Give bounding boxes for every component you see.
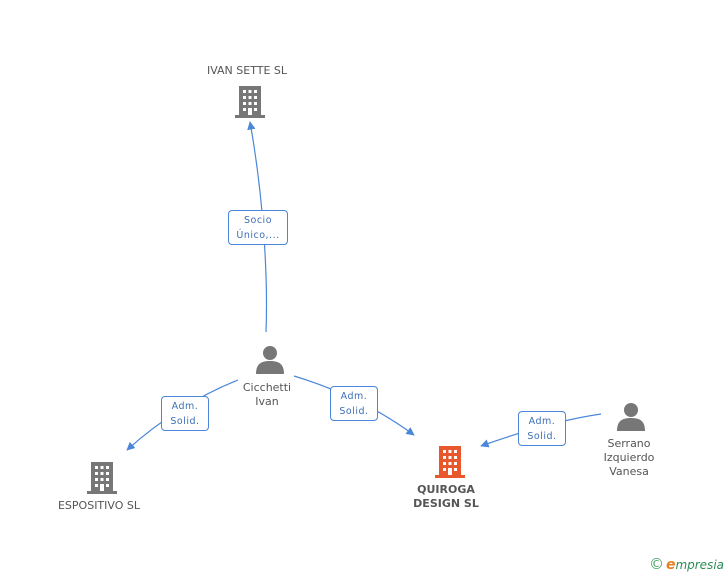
brand-name: mpresia xyxy=(675,558,724,572)
edge-label-adm-quiroga-serrano[interactable]: Adm. Solid. xyxy=(518,411,566,446)
copyright-icon: © xyxy=(648,555,664,573)
empresia-logo[interactable]: ©empresia xyxy=(649,555,724,573)
person-label-cicchetti[interactable]: Cicchetti Ivan xyxy=(220,381,314,409)
company-label-line: DESIGN SL xyxy=(413,497,479,510)
company-label-quiroga[interactable]: QUIROGA DESIGN SL xyxy=(398,483,494,511)
company-label-line: QUIROGA xyxy=(417,483,475,496)
edge-label-line: Solid. xyxy=(527,431,557,442)
edge-label-line: Único,... xyxy=(236,230,280,241)
person-label-line: Izquierdo xyxy=(603,451,655,464)
person-label-line: Vanesa xyxy=(609,465,649,478)
company-label-ivan-sette[interactable]: IVAN SETTE SL xyxy=(206,64,288,77)
edge-label-line: Solid. xyxy=(339,406,369,417)
person-label-line: Cicchetti xyxy=(242,381,292,394)
person-icon[interactable] xyxy=(617,403,645,431)
building-icon[interactable] xyxy=(435,446,465,478)
brand-initial: e xyxy=(665,557,676,573)
person-icon[interactable] xyxy=(256,346,284,374)
edge-label-line: Adm. xyxy=(340,391,368,402)
building-icon[interactable] xyxy=(235,86,265,118)
edge-label-adm-espositivo[interactable]: Adm. Solid. xyxy=(161,396,209,431)
edge-label-line: Solid. xyxy=(170,416,200,427)
person-label-serrano[interactable]: Serrano Izquierdo Vanesa xyxy=(588,437,670,479)
edge-label-socio-unico[interactable]: Socio Único,... xyxy=(228,210,288,245)
company-label-espositivo[interactable]: ESPOSITIVO SL xyxy=(57,499,140,512)
edge-label-line: Socio xyxy=(243,215,273,226)
building-icon[interactable] xyxy=(87,462,117,494)
edge-label-line: Adm. xyxy=(528,416,556,427)
person-label-line: Serrano xyxy=(607,437,651,450)
person-label-line: Ivan xyxy=(255,395,279,408)
edge-label-adm-quiroga-cicchetti[interactable]: Adm. Solid. xyxy=(330,386,378,421)
edge-label-line: Adm. xyxy=(171,401,199,412)
